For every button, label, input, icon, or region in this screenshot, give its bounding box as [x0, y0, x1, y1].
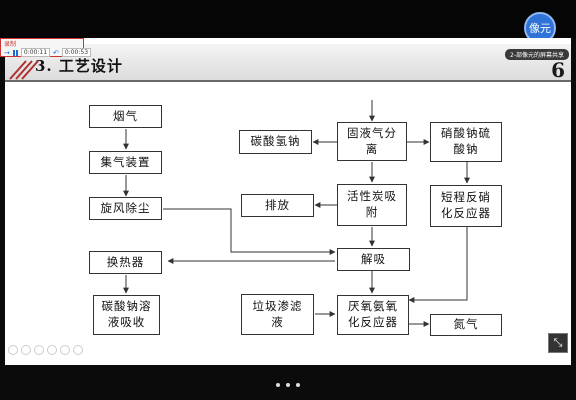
box-landfill-leachate: 垃圾渗滤液	[241, 294, 314, 335]
top-bar	[0, 0, 576, 38]
slide-controls	[8, 345, 83, 355]
box-solid-gas-separation: 固液气分离	[337, 122, 407, 161]
pause-icon[interactable]	[12, 49, 18, 56]
undo-icon[interactable]: ↶	[53, 48, 59, 57]
box-heat-exchanger: 换热器	[89, 251, 162, 274]
box-nitrogen: 氮气	[430, 314, 502, 336]
header-band	[5, 44, 571, 82]
arrow-cyclone-to-desorb	[163, 208, 336, 255]
arrow-icon[interactable]: →	[4, 48, 10, 57]
box-cyclone: 旋风除尘	[89, 197, 162, 220]
slide-header: 3. 工艺设计 2-部像元的屏幕共享 6	[5, 38, 571, 84]
expand-icon[interactable]: ⤡	[548, 333, 568, 353]
box-desorption: 解吸	[337, 248, 410, 271]
box-discharge: 排放	[241, 194, 314, 217]
more-icon[interactable]	[73, 345, 83, 355]
slide-title: 3. 工艺设计	[35, 57, 123, 75]
next-slide-icon[interactable]	[21, 345, 31, 355]
box-short-range-reactor: 短程反硝化反应器	[430, 185, 502, 227]
recording-remaining: 0:00:53	[61, 48, 92, 57]
recording-label: 录制	[4, 41, 17, 48]
box-nitrate-sulfate: 硝酸钠硫酸钠	[430, 122, 502, 162]
page-dot[interactable]	[276, 383, 280, 387]
zoom-icon[interactable]	[60, 345, 70, 355]
box-na2co3-absorb: 碳酸钠溶液吸收	[93, 295, 160, 335]
box-sodium-bicarbonate: 碳酸氢钠	[239, 130, 312, 154]
page-number: 6	[551, 58, 565, 82]
recording-elapsed: 0:00:11	[20, 48, 51, 57]
page-dot[interactable]	[286, 383, 290, 387]
eraser-icon[interactable]	[47, 345, 57, 355]
arrow-reactor-to-anammox	[408, 227, 468, 303]
box-anammox-reactor: 厌氧氨氧化反应器	[337, 295, 409, 335]
prev-slide-icon[interactable]	[8, 345, 18, 355]
screen-share-tag: 2-部像元的屏幕共享	[505, 49, 569, 60]
recording-controls: → 0:00:11 ↶ 0:00:53	[4, 48, 92, 57]
box-flue-gas: 烟气	[89, 105, 162, 128]
flow-arrows	[123, 100, 470, 327]
pen-icon[interactable]	[34, 345, 44, 355]
slide-canvas: 3. 工艺设计 2-部像元的屏幕共享 6	[5, 38, 571, 365]
slide-logo-stripes	[9, 60, 39, 80]
page-dot[interactable]	[296, 383, 300, 387]
recording-toolbar: 录制 → 0:00:11 ↶ 0:00:53	[0, 38, 92, 57]
box-activated-carbon: 活性炭吸附	[337, 184, 407, 226]
process-flow-diagram: 烟气 集气装置 旋风除尘 换热器 碳酸钠溶液吸收 碳酸氢钠 固液气分离 硝酸钠硫…	[5, 84, 571, 365]
box-gas-collection: 集气装置	[89, 151, 162, 174]
page-indicator	[276, 383, 300, 387]
